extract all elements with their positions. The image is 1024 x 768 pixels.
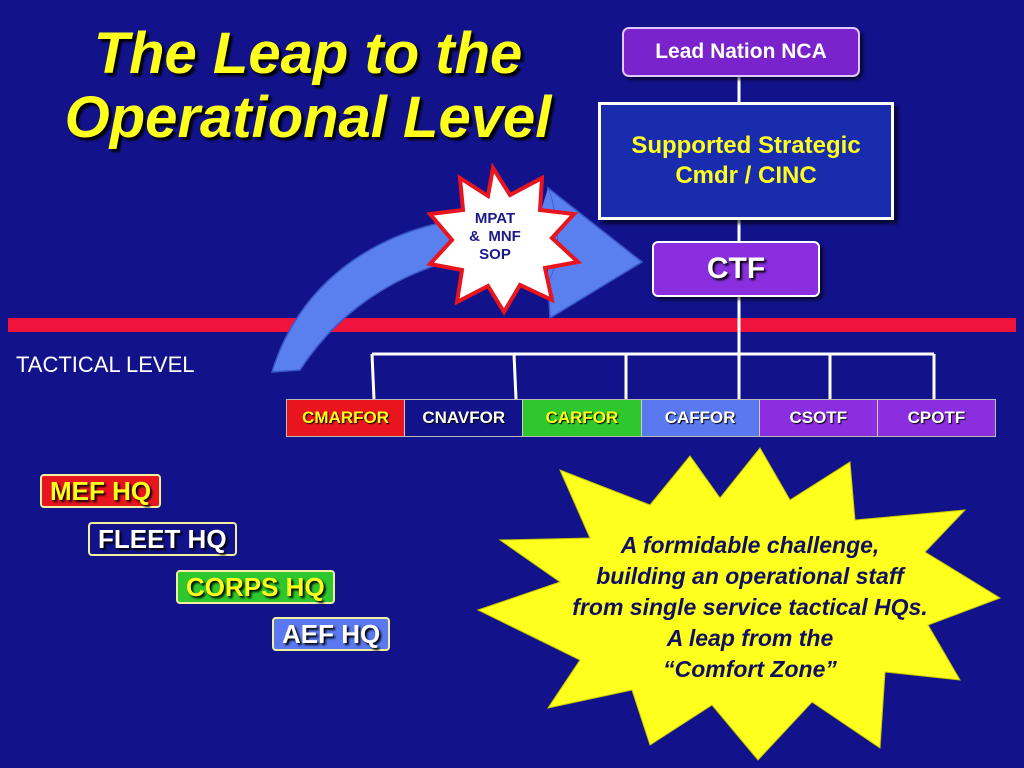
- strategic-line-2: Cmdr / CINC: [675, 162, 817, 189]
- challenge-line-5: “Comfort Zone”: [663, 656, 837, 682]
- component-commands-row: CMARFOR CNAVFOR CARFOR CAFFOR CSOTF CPOT…: [286, 399, 996, 437]
- mpat-burst-shape: [426, 162, 583, 316]
- mpat-line-3: SOP: [479, 246, 511, 263]
- component-cmarfor: CMARFOR: [287, 400, 406, 436]
- component-cnavfor: CNAVFOR: [405, 400, 524, 436]
- slide-title: The Leap to the Operational Level: [28, 22, 588, 150]
- hq-corps: CORPS HQ: [176, 570, 335, 604]
- component-carfor: CARFOR: [523, 400, 642, 436]
- lead-nation-nca-box: Lead Nation NCA: [622, 27, 860, 77]
- challenge-line-2: building an operational staff: [596, 563, 904, 589]
- component-csotf: CSOTF: [759, 400, 878, 436]
- challenge-line-3: from single service tactical HQs.: [572, 594, 928, 620]
- ctf-box: CTF: [652, 241, 820, 297]
- mpat-burst-text: MPAT & MNF SOP: [440, 210, 550, 264]
- strategic-commander-box: Supported Strategic Cmdr / CINC: [598, 102, 894, 220]
- mpat-line-1: MPAT: [474, 210, 516, 227]
- mpat-line-2: & MNF: [469, 228, 521, 245]
- component-cpotf: CPOTF: [877, 400, 996, 436]
- challenge-burst-shape: [476, 447, 1002, 761]
- challenge-line-4: A leap from the: [666, 625, 834, 651]
- tactical-level-label: TACTICAL LEVEL: [16, 352, 195, 377]
- hq-fleet: FLEET HQ: [88, 522, 237, 556]
- hq-aef: AEF HQ: [272, 617, 391, 651]
- challenge-line-1: A formidable challenge,: [620, 532, 880, 558]
- component-caffor: CAFFOR: [641, 400, 760, 436]
- challenge-burst-text: A formidable challenge, building an oper…: [500, 530, 1000, 685]
- title-line-1: The Leap to the: [93, 21, 523, 86]
- operational-tactical-divider: [8, 318, 1016, 332]
- hq-mef: MEF HQ: [40, 474, 162, 508]
- strategic-line-1: Supported Strategic: [631, 132, 861, 159]
- title-line-2: Operational Level: [64, 85, 552, 150]
